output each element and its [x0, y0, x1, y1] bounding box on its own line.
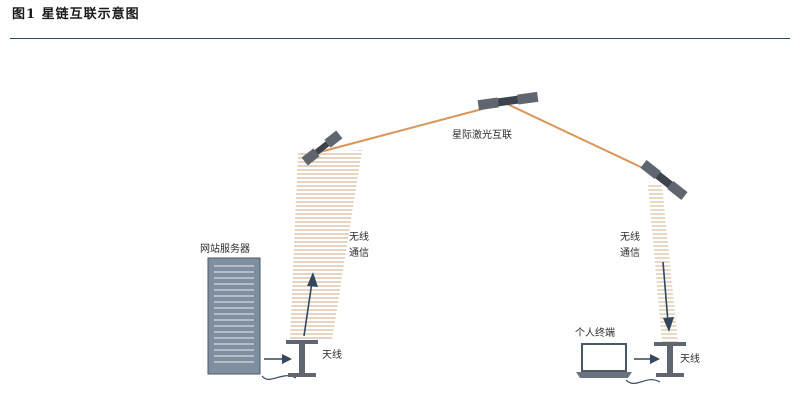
antenna-left-label: 天线 [322, 348, 342, 361]
wireless-left-label-1: 无线 [349, 230, 369, 243]
laser-link-label: 星际激光互联 [452, 128, 512, 141]
antenna-right-label: 天线 [680, 352, 700, 365]
wireless-right-label-1: 无线 [620, 230, 640, 243]
downlink-arrow [662, 261, 674, 332]
uplink-arrow [303, 272, 318, 337]
laptop-icon [576, 343, 632, 378]
wireless-right-label-2: 通信 [620, 247, 640, 259]
server-label: 网站服务器 [200, 242, 250, 255]
laser-link-lines [319, 102, 665, 179]
terminal-label: 个人终端 [575, 326, 615, 339]
title-divider [10, 38, 790, 39]
terminal-antenna-arrow [625, 354, 661, 385]
antenna-icon [654, 342, 686, 377]
figure-title: 图1 星链互联示意图 [12, 7, 140, 22]
antenna-icon [286, 340, 318, 377]
satellite-icon [640, 160, 688, 200]
satellite-icon [301, 130, 343, 166]
wireless-beam-left [290, 150, 362, 340]
satellite-icon [477, 91, 539, 111]
wireless-left-label-2: 通信 [349, 247, 369, 259]
server-icon [207, 257, 261, 375]
